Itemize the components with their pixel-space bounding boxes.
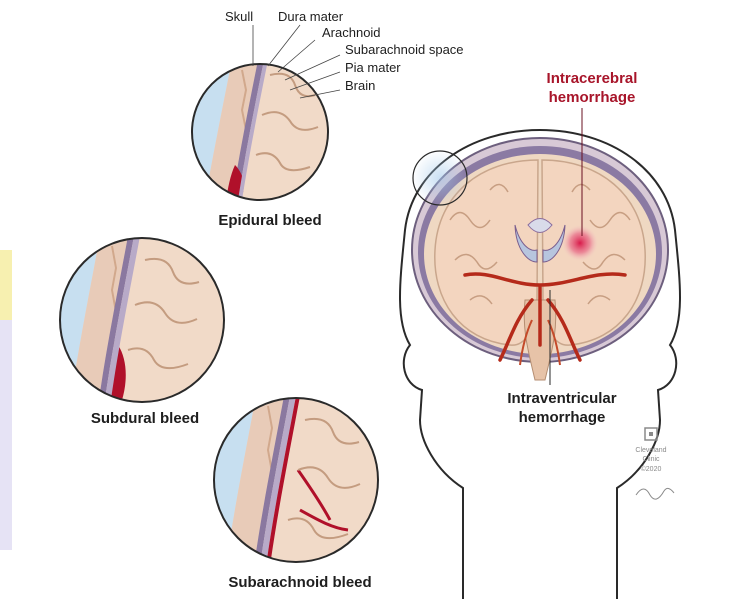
head-coronal-section [400, 108, 680, 599]
subdural-zoom-circle [58, 236, 228, 406]
artist-signature [636, 488, 674, 499]
label-brain: Brain [345, 78, 375, 93]
label-intraventricular-hemorrhage-line1: Intraventricular [492, 389, 632, 408]
caption-subarachnoid-bleed: Subarachnoid bleed [210, 574, 390, 591]
label-arachnoid: Arachnoid [322, 25, 381, 40]
caption-subdural-bleed: Subdural bleed [75, 410, 215, 427]
subarachnoid-zoom-circle [212, 396, 382, 566]
side-accent-bar [0, 250, 12, 550]
logo-name-line1: Cleveland [630, 447, 672, 455]
caption-epidural-bleed: Epidural bleed [205, 212, 335, 229]
label-pia-mater: Pia mater [345, 60, 401, 75]
label-intracerebral-hemorrhage-line1: Intracerebral [532, 69, 652, 88]
label-intracerebral-hemorrhage-line2: hemorrhage [532, 88, 652, 107]
logo-name-line2: Clinic [630, 456, 672, 464]
label-skull: Skull [225, 9, 253, 24]
label-intraventricular-hemorrhage-line2: hemorrhage [492, 408, 632, 427]
label-subarachnoid-space: Subarachnoid space [345, 42, 464, 57]
logo-year: ©2020 [630, 466, 672, 474]
label-dura-mater: Dura mater [278, 9, 343, 24]
epidural-zoom-circle [190, 25, 340, 200]
